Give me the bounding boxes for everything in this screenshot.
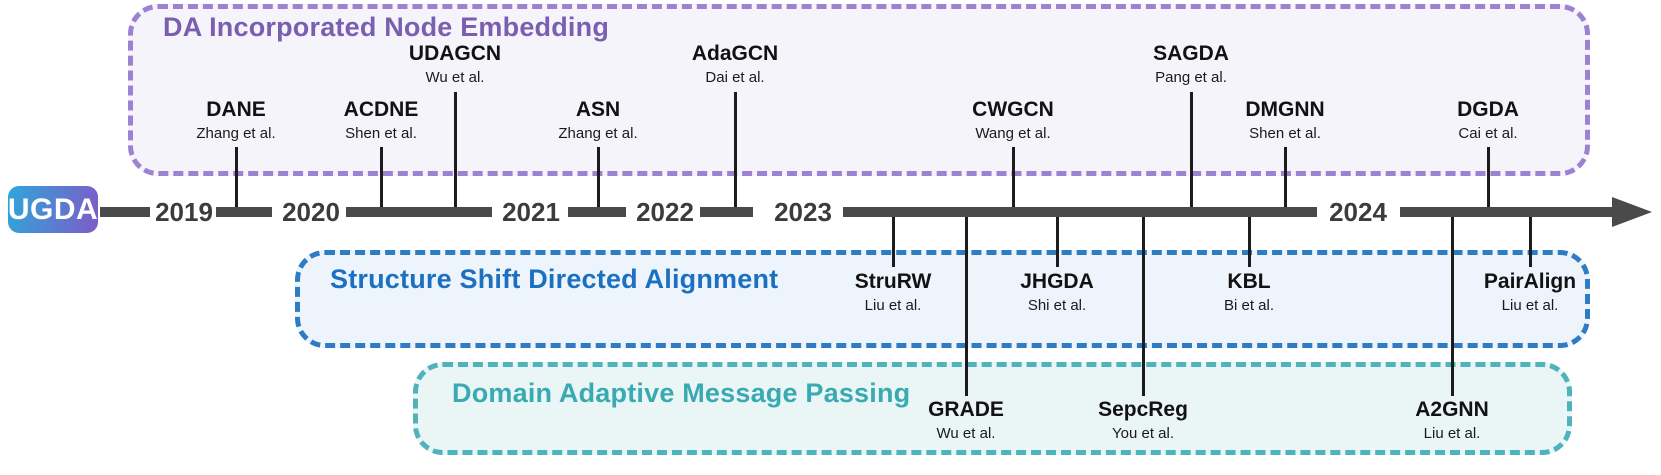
method-DANE: DANE Zhang et al. — [151, 98, 321, 142]
method-name-StruRW: StruRW — [854, 270, 932, 293]
timeline-segment-6 — [1400, 207, 1614, 217]
method-authors-ASN: Zhang et al. — [558, 125, 638, 142]
stem-ASN — [597, 147, 600, 214]
method-DGDA: DGDA Cai et al. — [1403, 98, 1573, 142]
method-authors-SAGDA: Pang et al. — [1155, 69, 1227, 86]
method-authors-AdaGCN: Dai et al. — [705, 69, 765, 86]
year-label-2023: 2023 — [774, 197, 832, 227]
stem-GRADE — [965, 216, 968, 396]
timeline-segment-4 — [700, 207, 753, 217]
method-name-DANE: DANE — [206, 98, 266, 121]
stem-DMGNN — [1284, 147, 1287, 214]
method-authors-KBL: Bi et al. — [1223, 297, 1275, 314]
stem-KBL — [1248, 216, 1251, 267]
method-A2GNN: A2GNN Liu et al. — [1367, 398, 1537, 442]
year-label-2020: 2020 — [282, 197, 340, 227]
ugda-badge: UGDA — [8, 186, 98, 233]
method-authors-StruRW: Liu et al. — [864, 297, 922, 314]
method-name-SAGDA: SAGDA — [1153, 42, 1229, 65]
method-JHGDA: JHGDA Shi et al. — [972, 270, 1142, 314]
method-authors-GRADE: Wu et al. — [936, 425, 996, 442]
timeline-segment-2 — [346, 207, 492, 217]
group-box-structure-shift — [295, 250, 1590, 348]
method-ASN: ASN Zhang et al. — [513, 98, 683, 142]
method-CWGCN: CWGCN Wang et al. — [928, 98, 1098, 142]
year-label-2021: 2021 — [502, 197, 560, 227]
method-ACDNE: ACDNE Shen et al. — [296, 98, 466, 142]
stem-AdaGCN — [734, 92, 737, 214]
group-box-message-passing — [413, 362, 1572, 455]
group-title-structure-shift: Structure Shift Directed Alignment — [330, 264, 779, 294]
method-authors-DMGNN: Shen et al. — [1249, 125, 1321, 142]
stem-DANE — [235, 147, 238, 214]
timeline-segment-1 — [216, 207, 272, 217]
method-authors-A2GNN: Liu et al. — [1423, 425, 1481, 442]
method-authors-DGDA: Cai et al. — [1458, 125, 1518, 142]
stem-DGDA — [1487, 147, 1490, 214]
method-UDAGCN: UDAGCN Wu et al. — [370, 42, 540, 86]
method-name-DMGNN: DMGNN — [1245, 98, 1325, 121]
method-authors-CWGCN: Wang et al. — [975, 125, 1051, 142]
method-name-DGDA: DGDA — [1457, 98, 1519, 121]
group-box-node-embedding — [128, 4, 1590, 176]
method-AdaGCN: AdaGCN Dai et al. — [650, 42, 820, 86]
method-name-GRADE: GRADE — [928, 398, 1004, 421]
method-DMGNN: DMGNN Shen et al. — [1200, 98, 1370, 142]
method-name-ACDNE: ACDNE — [343, 98, 419, 121]
timeline-segment-0 — [100, 207, 150, 217]
stem-SepcReg — [1142, 216, 1145, 396]
method-name-ASN: ASN — [575, 98, 621, 121]
stem-A2GNN — [1451, 216, 1454, 396]
stem-JHGDA — [1056, 216, 1059, 267]
stem-SAGDA — [1190, 92, 1193, 214]
stem-StruRW — [892, 216, 895, 267]
method-name-JHGDA: JHGDA — [1020, 270, 1094, 293]
method-name-CWGCN: CWGCN — [972, 98, 1054, 121]
method-authors-PairAlign: Liu et al. — [1501, 297, 1559, 314]
year-label-2019: 2019 — [155, 197, 213, 227]
timeline-arrowhead — [1612, 197, 1652, 227]
method-name-AdaGCN: AdaGCN — [691, 42, 779, 65]
method-SAGDA: SAGDA Pang et al. — [1106, 42, 1276, 86]
method-authors-SepcReg: You et al. — [1112, 425, 1174, 442]
stem-UDAGCN — [454, 92, 457, 214]
method-name-UDAGCN: UDAGCN — [408, 42, 502, 65]
method-authors-ACDNE: Shen et al. — [345, 125, 417, 142]
method-authors-DANE: Zhang et al. — [196, 125, 276, 142]
group-title-node-embedding: DA Incorporated Node Embedding — [163, 12, 610, 42]
ugda-badge-label: UGDA — [7, 192, 99, 226]
stem-PairAlign — [1529, 216, 1532, 267]
method-name-SepcReg: SepcReg — [1098, 398, 1188, 421]
year-label-2024: 2024 — [1329, 197, 1387, 227]
year-label-2022: 2022 — [636, 197, 694, 227]
method-name-A2GNN: A2GNN — [1415, 398, 1489, 421]
stem-ACDNE — [380, 147, 383, 214]
method-StruRW: StruRW Liu et al. — [808, 270, 978, 314]
stem-CWGCN — [1012, 147, 1015, 214]
method-name-PairAlign: PairAlign — [1483, 270, 1577, 293]
group-title-message-passing: Domain Adaptive Message Passing — [452, 378, 911, 408]
timeline-segment-5 — [843, 207, 1317, 217]
method-KBL: KBL Bi et al. — [1164, 270, 1334, 314]
timeline-segment-3 — [568, 207, 626, 217]
method-name-KBL: KBL — [1227, 270, 1271, 293]
method-authors-JHGDA: Shi et al. — [1027, 297, 1087, 314]
method-authors-UDAGCN: Wu et al. — [425, 69, 485, 86]
method-GRADE: GRADE Wu et al. — [881, 398, 1051, 442]
